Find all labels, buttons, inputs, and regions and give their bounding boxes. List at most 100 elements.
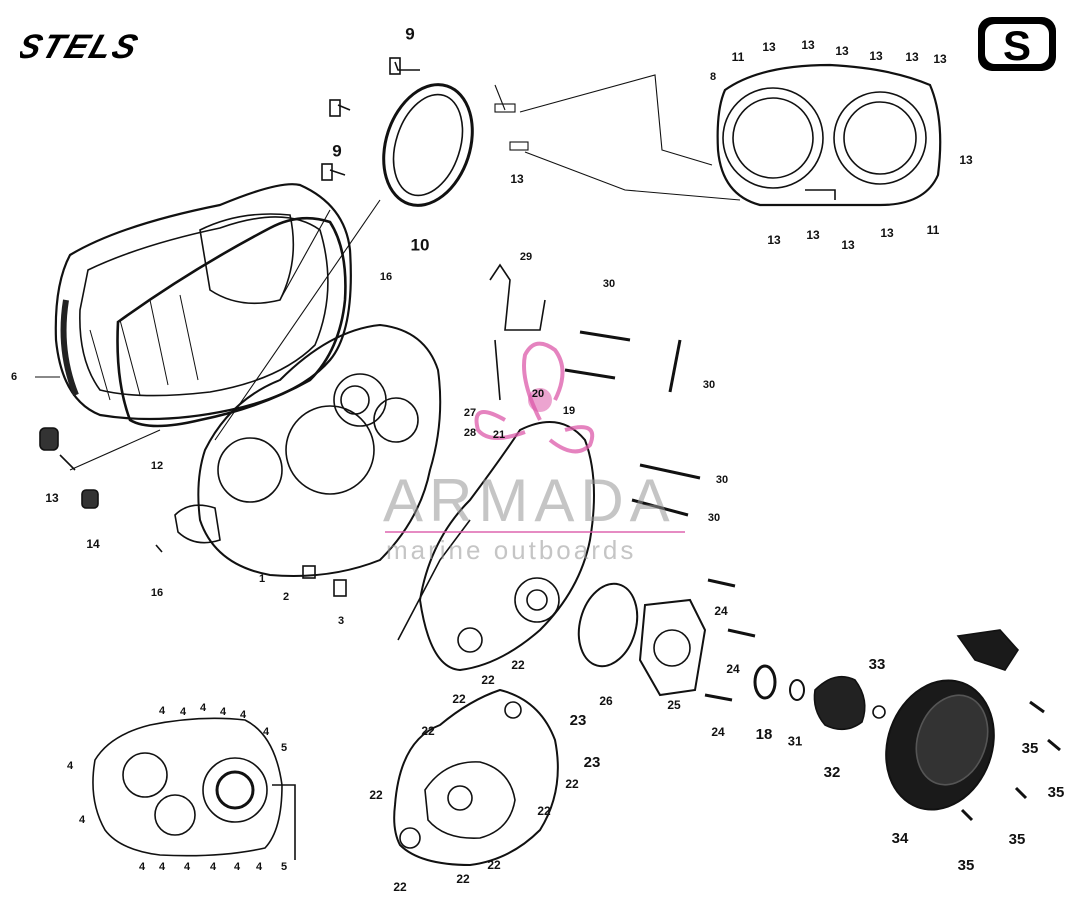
nut-33 <box>872 705 886 719</box>
callout-31: 31 <box>788 733 802 748</box>
callout-4: 4 <box>184 861 191 873</box>
long-bolts-30 <box>564 330 701 517</box>
bolts-24 <box>704 578 756 702</box>
callout-3: 3 <box>338 615 344 627</box>
s-badge-letter: S <box>1003 22 1031 69</box>
callout-30: 30 <box>716 474 728 486</box>
callout-26: 26 <box>599 694 613 708</box>
crankcase-cover <box>174 323 442 577</box>
bolts-35 <box>960 700 1061 822</box>
callout-13: 13 <box>767 233 781 247</box>
callout-4: 4 <box>159 705 166 717</box>
callout-34: 34 <box>892 830 909 847</box>
watermark-subtitle: marine outboards <box>386 535 637 565</box>
callout-22: 22 <box>456 872 470 886</box>
callout-13: 13 <box>762 40 776 54</box>
callout-4: 4 <box>256 861 263 873</box>
callout-35: 35 <box>1022 740 1039 757</box>
callout-12: 12 <box>151 460 163 472</box>
s-badge-logo: S <box>975 14 1059 74</box>
seal-housing-25 <box>638 598 707 697</box>
callout-29: 29 <box>520 251 532 263</box>
stels-logo: STELS <box>12 28 260 66</box>
callout-4: 4 <box>240 709 247 721</box>
callout-1: 1 <box>259 573 265 585</box>
callout-2: 2 <box>283 591 289 603</box>
callout-22: 22 <box>487 858 501 872</box>
callout-22: 22 <box>511 658 525 672</box>
small-parts <box>39 427 347 597</box>
callout-35: 35 <box>1009 831 1026 848</box>
callout-13: 13 <box>959 153 973 167</box>
cvt-outer-cover <box>54 183 352 421</box>
callout-30: 30 <box>603 278 615 290</box>
callout-13: 13 <box>905 50 919 64</box>
callout-33: 33 <box>869 656 886 673</box>
crankcase-half <box>397 263 595 672</box>
callout-24: 24 <box>726 662 740 676</box>
callout-23: 23 <box>584 754 601 771</box>
callout-9: 9 <box>405 24 414 43</box>
callout-6: 6 <box>11 371 17 383</box>
callout-20: 20 <box>532 388 544 400</box>
oil-seal-18 <box>753 664 777 700</box>
callout-4: 4 <box>139 861 146 873</box>
callout-13: 13 <box>841 238 855 252</box>
stels-logo-text: STELS <box>20 30 144 64</box>
callout-18: 18 <box>756 726 773 743</box>
callout-13: 13 <box>835 44 849 58</box>
callout-21: 21 <box>493 429 505 441</box>
callout-4: 4 <box>67 760 74 772</box>
callout-13: 13 <box>880 226 894 240</box>
cvt-cover-gasket <box>116 216 347 428</box>
callout-4: 4 <box>159 861 166 873</box>
callout-22: 22 <box>369 788 383 802</box>
callout-32: 32 <box>824 764 841 781</box>
recoil-starter-34 <box>885 629 1020 811</box>
gear-cover-22 <box>393 688 559 867</box>
callout-23: 23 <box>570 712 587 729</box>
watermark-title: ARMADA <box>383 467 676 534</box>
callout-4: 4 <box>79 814 86 826</box>
leader-lines <box>35 74 741 471</box>
callout-4: 4 <box>234 861 241 873</box>
callout-4: 4 <box>210 861 217 873</box>
callout-30: 30 <box>703 379 715 391</box>
callout-4: 4 <box>220 706 227 718</box>
callout-24: 24 <box>711 725 725 739</box>
callout-5: 5 <box>281 742 287 754</box>
ring-31 <box>789 679 805 701</box>
callout-24: 24 <box>714 604 728 618</box>
callout-13: 13 <box>933 52 947 66</box>
callout-10: 10 <box>411 235 430 254</box>
callout-22: 22 <box>452 692 466 706</box>
callout-5: 5 <box>281 861 287 873</box>
callout-9: 9 <box>332 141 341 160</box>
cvt-side-cover <box>716 63 942 207</box>
callout-35: 35 <box>1048 784 1065 801</box>
callout-30: 30 <box>708 512 720 524</box>
bolts-9 <box>321 57 420 181</box>
callout-13: 13 <box>45 491 59 505</box>
starter-pulley-32 <box>813 675 866 731</box>
gasket-26 <box>577 582 639 668</box>
inner-cover-outline <box>92 717 296 860</box>
callout-4: 4 <box>263 726 270 738</box>
callout-28: 28 <box>464 427 476 439</box>
callout-8: 8 <box>710 71 716 83</box>
callout-22: 22 <box>537 804 551 818</box>
callout-13: 13 <box>801 38 815 52</box>
callout-35: 35 <box>958 857 975 874</box>
callout-13: 13 <box>806 228 820 242</box>
callout-22: 22 <box>565 777 579 791</box>
clutch-plate <box>382 83 474 207</box>
callout-22: 22 <box>421 724 435 738</box>
callout-11: 11 <box>732 50 745 64</box>
callout-4: 4 <box>180 706 187 718</box>
callout-27: 27 <box>464 407 476 419</box>
callout-25: 25 <box>667 698 681 712</box>
callout-16: 16 <box>151 587 163 599</box>
